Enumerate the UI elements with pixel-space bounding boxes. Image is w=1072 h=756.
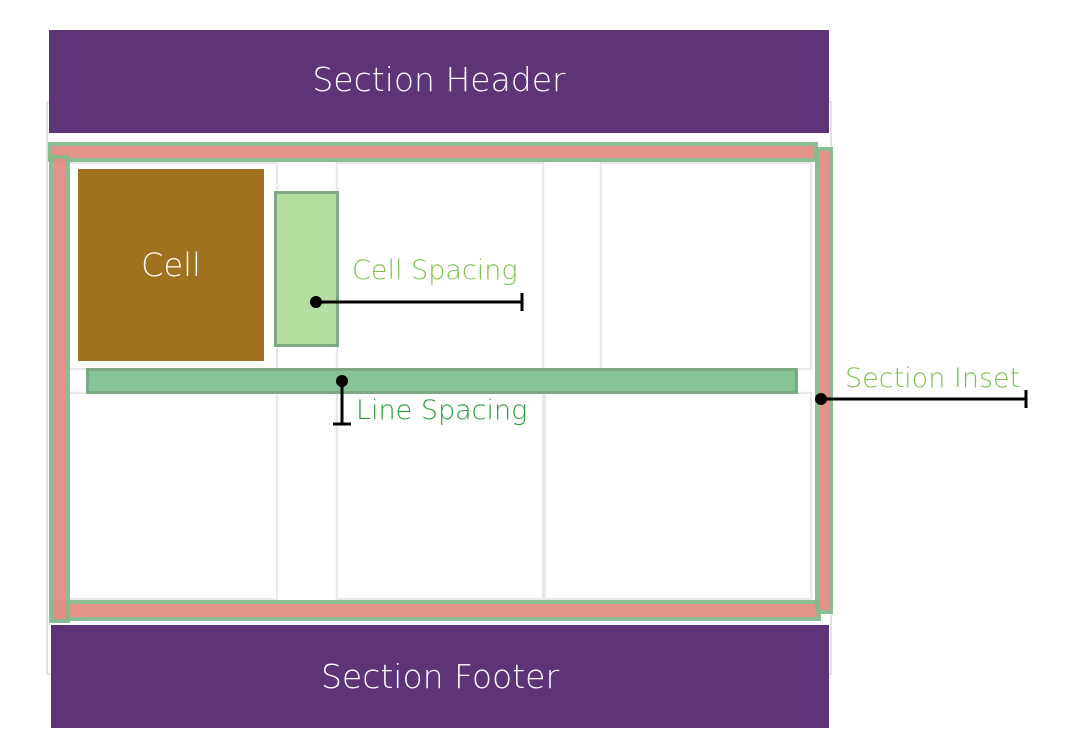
cell-spacing-indicator — [274, 191, 339, 347]
grid-cell — [336, 162, 544, 370]
cell-label: Cell — [141, 246, 201, 284]
frame-left-line — [46, 101, 48, 675]
highlighted-cell: Cell — [78, 169, 264, 361]
section-inset-right-bar — [815, 147, 833, 614]
line-spacing-callout — [333, 375, 351, 426]
section-inset-label: Section Inset — [845, 363, 1021, 394]
section-inset-left-bar — [49, 155, 70, 623]
section-header: Section Header — [49, 30, 829, 133]
line-spacing-label: Line Spacing — [356, 395, 528, 426]
line-spacing-indicator — [86, 368, 798, 394]
cell-spacing-label: Cell Spacing — [352, 255, 518, 286]
section-header-label: Section Header — [312, 60, 566, 99]
section-footer-label: Section Footer — [320, 657, 560, 696]
section-inset-callout — [815, 390, 1028, 408]
section-footer: Section Footer — [51, 625, 829, 728]
cell-spacing-callout — [310, 293, 524, 311]
